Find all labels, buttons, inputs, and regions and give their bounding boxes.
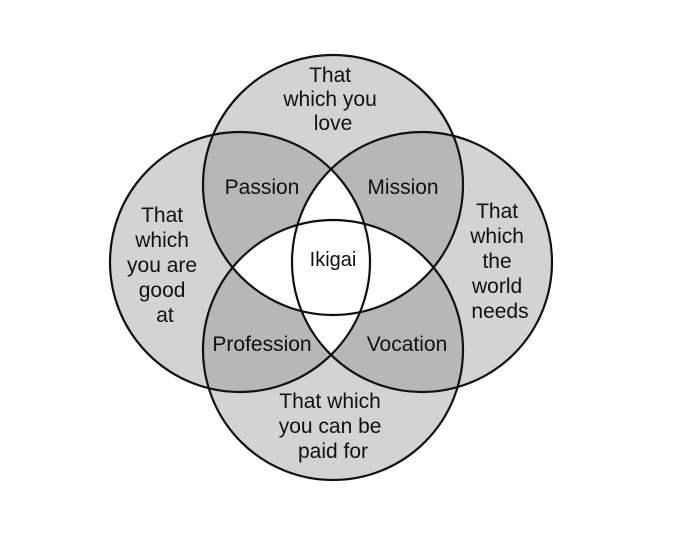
label-paid-line: you can be	[279, 415, 382, 438]
label-needs-line: the	[482, 250, 511, 273]
label-good-line: good	[139, 279, 186, 302]
label-paid-line: That which	[279, 390, 381, 413]
label-needs-line: which	[469, 225, 524, 248]
circle-outline-paid	[201, 218, 465, 482]
label-needs-line: needs	[471, 300, 528, 323]
label-needs: That which the world needs	[469, 200, 530, 323]
circle-outline-love	[201, 53, 465, 317]
label-good-line: That	[141, 204, 183, 227]
label-good: That which you are good at	[127, 204, 203, 327]
label-paid-line: paid for	[298, 440, 368, 463]
label-profession: Profession	[212, 333, 311, 356]
circle-outline-good	[108, 130, 372, 394]
label-passion: Passion	[225, 176, 300, 199]
label-love-line: which you	[282, 88, 376, 111]
label-good-line: you are	[127, 254, 197, 277]
label-good-line: at	[156, 304, 174, 327]
label-ikigai: Ikigai	[310, 249, 357, 271]
label-love-line: That	[309, 64, 351, 87]
label-mission: Mission	[367, 176, 438, 199]
label-love-line: love	[314, 112, 353, 135]
center-fill-upper	[203, 220, 463, 315]
label-paid: That which you can be paid for	[279, 390, 388, 463]
label-good-line: which	[134, 229, 189, 252]
circle-outlines	[108, 53, 554, 482]
label-love: That which you love	[282, 64, 382, 135]
label-needs-line: That	[476, 200, 518, 223]
label-vocation: Vocation	[367, 333, 448, 356]
label-needs-line: world	[471, 275, 522, 298]
circle-outline-needs	[290, 130, 554, 394]
